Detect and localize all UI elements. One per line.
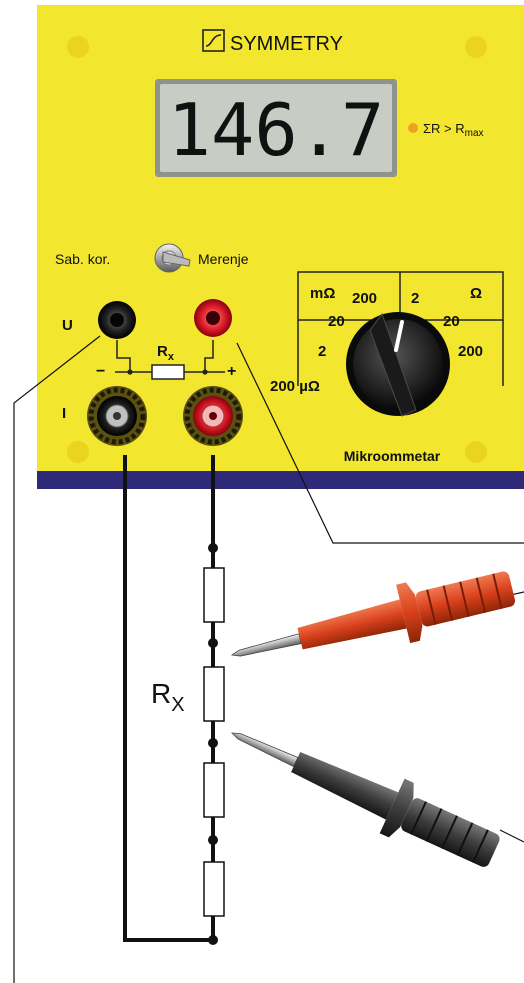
node-2 [208,638,218,648]
resistor-1 [203,567,225,623]
terminal-u-label: U [62,317,73,334]
black-probe-tip [230,732,299,768]
black-probe[interactable] [220,706,507,880]
range-200-ohm: 200 [458,343,483,360]
overload-label-sub: max [465,128,484,139]
logo-icon [202,29,225,52]
resistor-chain: RX [151,543,225,945]
range-2-ohm: 2 [411,290,419,307]
terminal-i-label: I [62,405,66,422]
range-selector: mΩ Ω 200 µΩ 2 20 200 2 20 200 Mikroommet… [270,271,504,464]
range-20-ohm: 20 [443,313,460,330]
lcd-screen [160,84,392,172]
lcd-reading: 146.7 [168,88,385,172]
panel-rx-label: R [157,343,168,360]
current-post-red[interactable] [183,386,243,446]
current-lead-black [123,455,213,942]
red-probe[interactable] [225,559,519,685]
mount-hole-top-left [67,36,89,58]
lcd-display: 146.7 [155,79,397,177]
switch-left-label: Sab. kor. [55,251,110,267]
terminal-minus-label: − [96,363,105,380]
resistor-3 [203,762,225,818]
mount-hole-bottom-right [465,441,487,463]
overload-label: ΣR > R [423,121,465,136]
panel-rx-label-sub: x [168,351,175,363]
circuit-rx-label-sub: X [171,694,184,716]
brand-name: SYMMETRY [230,33,343,55]
terminal-plus-label: + [227,363,236,380]
range-200-milli: 200 [352,290,377,307]
overload-led-icon [408,123,418,133]
panel-rx-schematic: Rx − + [96,340,236,380]
svg-text:ΣR > Rmax: ΣR > Rmax [423,121,484,139]
current-post-black[interactable] [87,386,147,446]
overload-indicator: ΣR > Rmax [408,121,484,139]
resistor-4 [203,861,225,917]
leader-line-u [13,335,101,983]
range-knob[interactable] [346,312,450,417]
black-probe-guard [379,778,414,838]
range-2-milli: 2 [318,343,326,360]
leader-line-red [236,342,524,544]
device-label: Mikroommetar [344,448,441,464]
switch-right-label: Merenje [198,251,249,267]
knob-pointer [394,320,404,352]
panel-bottom-stripe [37,471,524,489]
red-probe-tip [230,633,302,657]
unit-milliohm: mΩ [310,285,335,302]
red-probe-guard [396,582,423,644]
brand-logo: SYMMETRY [202,29,343,55]
range-200-micro: 200 µΩ [270,378,320,395]
unit-ohm: Ω [470,285,482,302]
mode-switch[interactable]: Sab. kor. Merenje [55,243,249,273]
node-1 [208,543,218,553]
circuit-rx-label: R [151,678,171,709]
panel-rx-resistor [151,364,185,380]
toggle-lever [162,251,191,267]
range-20-milli: 20 [328,313,345,330]
voltage-jack-black[interactable] [98,301,136,339]
node-5 [208,935,218,945]
svg-text:RX: RX [151,678,185,716]
mount-hole-top-right [465,36,487,58]
node-4 [208,835,218,845]
resistor-rx [203,666,225,722]
voltage-jack-red[interactable] [194,299,232,337]
svg-text:Rx: Rx [157,343,175,363]
mount-hole-bottom-left [67,441,89,463]
node-3 [208,738,218,748]
